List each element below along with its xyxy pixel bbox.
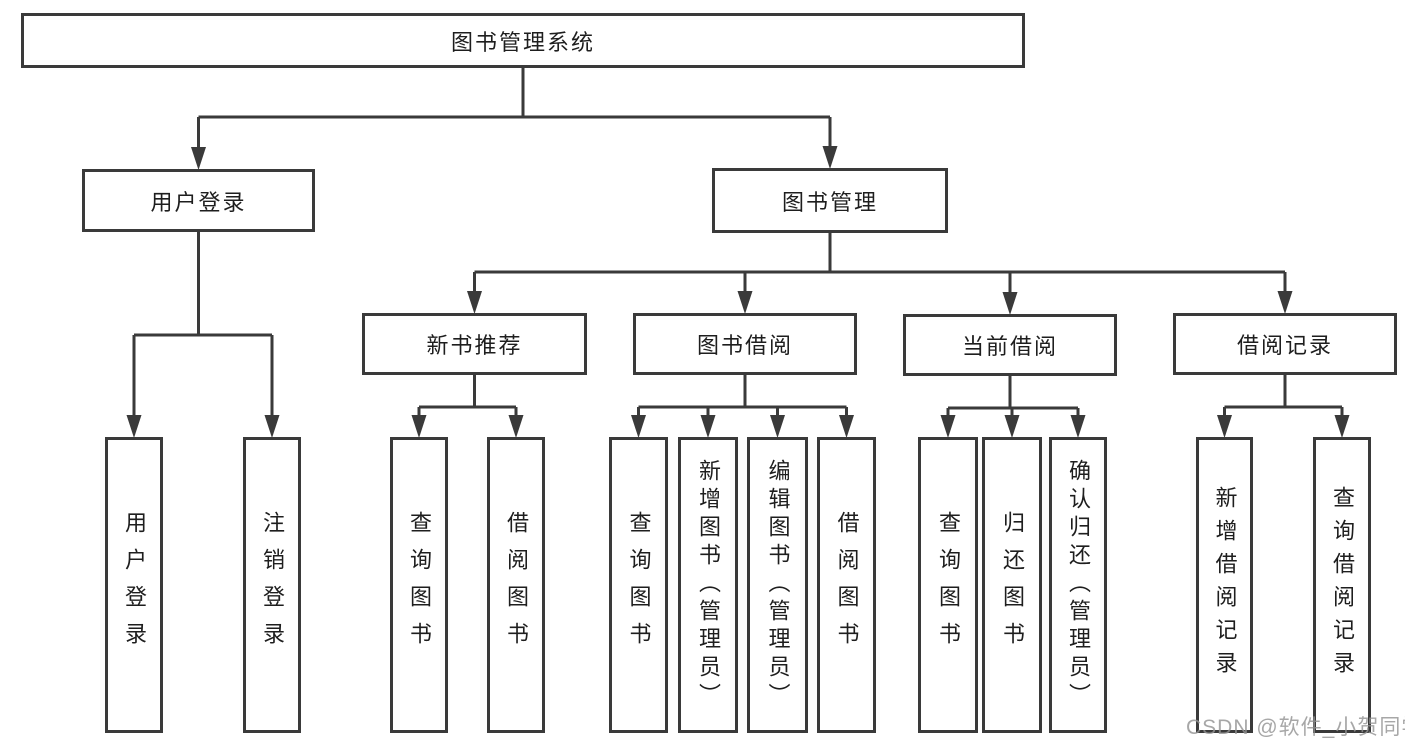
node-borrowing-records-label: 借阅记录 [1236, 333, 1333, 358]
leaf-add-books-admin: 新增图书（管理员） [678, 437, 738, 733]
node-root: 图书管理系统 [21, 13, 1025, 68]
leaf-query-books: 查询图书 [609, 437, 668, 733]
connector-bookborrow-to-leaves [637, 375, 848, 418]
csdn-watermark: CSDN @软件_小贺同学 [1186, 716, 1405, 739]
connector-root-to-level2 [197, 68, 832, 150]
arrowheads [126, 146, 1350, 438]
leaf-borrow-books-label: 借阅图书 [834, 511, 860, 659]
leaf-edit-books-admin: 编辑图书（管理员） [747, 437, 808, 733]
node-current-borrowing: 当前借阅 [903, 314, 1117, 376]
connector-currentborrow-to-leaves [946, 376, 1080, 418]
connector-records-to-leaves [1223, 375, 1344, 418]
node-user-login-label: 用户登录 [150, 189, 247, 215]
node-current-borrowing-label: 当前借阅 [961, 334, 1058, 359]
node-book-borrowing: 图书借阅 [633, 313, 857, 375]
leaf-confirm-return-admin: 确认归还（管理员） [1049, 437, 1107, 733]
leaf-user-login: 用户登录 [105, 437, 163, 733]
connector-userlogin-to-leaves [132, 232, 274, 418]
node-book-management-label: 图书管理 [781, 189, 878, 215]
node-root-label: 图书管理系统 [450, 29, 595, 55]
leaf-user-login-label: 用户登录 [122, 511, 147, 659]
leaf-return-books-label: 归还图书 [1000, 511, 1025, 659]
leaf-add-borrow-record-label: 新增借阅记录 [1212, 486, 1238, 684]
connector-newbookrec-to-leaves [417, 375, 518, 418]
leaf-query-books-label: 查询图书 [407, 511, 432, 659]
node-borrowing-records: 借阅记录 [1173, 313, 1397, 375]
leaf-borrow-books-label: 借阅图书 [504, 511, 529, 659]
leaf-query-books: 查询图书 [918, 437, 978, 733]
leaf-return-books: 归还图书 [982, 437, 1042, 733]
leaf-add-borrow-record: 新增借阅记录 [1196, 437, 1253, 733]
node-book-borrowing-label: 图书借阅 [696, 333, 793, 358]
leaf-confirm-return-admin-label: 确认归还（管理员） [1066, 459, 1091, 711]
leaf-logout-login-label: 注销登录 [260, 511, 285, 659]
node-new-book-recommend-label: 新书推荐 [426, 333, 523, 358]
leaf-borrow-books: 借阅图书 [487, 437, 545, 733]
leaf-query-books-label: 查询图书 [936, 511, 961, 659]
node-book-management: 图书管理 [712, 168, 948, 233]
leaf-logout-login: 注销登录 [243, 437, 301, 733]
leaf-query-borrow-record: 查询借阅记录 [1313, 437, 1371, 733]
connector-bookmgmt-to-level3 [473, 233, 1287, 295]
leaf-query-borrow-record-label: 查询借阅记录 [1330, 486, 1355, 684]
node-user-login: 用户登录 [82, 169, 315, 232]
leaf-edit-books-admin-label: 编辑图书（管理员） [765, 459, 791, 711]
leaf-borrow-books: 借阅图书 [817, 437, 876, 733]
leaf-query-books-label: 查询图书 [626, 511, 652, 659]
leaf-query-books: 查询图书 [390, 437, 448, 733]
node-new-book-recommend: 新书推荐 [362, 313, 587, 375]
leaf-add-books-admin-label: 新增图书（管理员） [696, 459, 721, 711]
